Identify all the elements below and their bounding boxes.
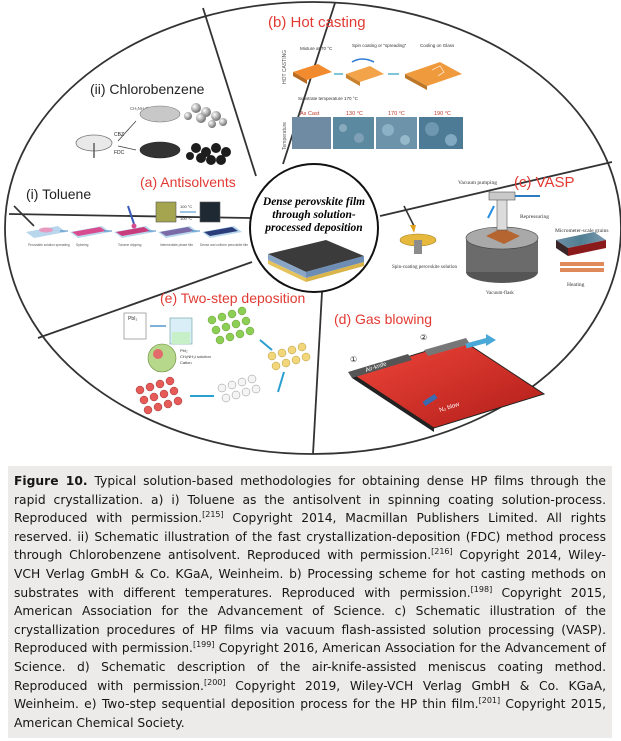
chlorobenzene-cbz: CBZ (114, 132, 124, 138)
caption-figure-label: Figure 10. (14, 474, 88, 488)
label-toluene: (i) Toluene (26, 186, 91, 202)
caption-text: Copyright 2015, American Association for… (14, 585, 606, 656)
caption-text: Copyright 2014, Macmillan Publishers Lim… (14, 511, 606, 563)
hot-casting-step3: Cooling on Glass (420, 43, 455, 48)
chlorobenzene-fdc: FDC (114, 150, 125, 156)
figure-graphic: Dense perovskite film through solution- … (4, 1, 621, 455)
label-two-step: (e) Two-step deposition (160, 290, 305, 306)
label-vasp: (c) VASP (514, 174, 575, 191)
toluene-step-5: Dense and uniform perovskite film (200, 243, 249, 247)
toluene-step-1: Perovskite solution spreading (28, 243, 70, 247)
two-step-green-balls (207, 306, 255, 345)
center-circle: Dense perovskite film through solution- … (249, 163, 379, 293)
two-step-pbi2: PbI₂ (128, 316, 138, 322)
panel-hot-casting: (b) Hot casting HOT CASTING Mixture at 7… (268, 14, 463, 150)
panel-two-step: (e) Two-step deposition PbI₂ PbI₂ CH₃NH₃… (123, 290, 311, 415)
vasp-repressuring: Repressuring (520, 214, 549, 220)
hot-casting-temp-190: 190 °C (434, 111, 451, 117)
label-chlorobenzene: (ii) Chlorobenzene (90, 81, 205, 97)
hot-casting-temp-170: 170 °C (388, 111, 405, 117)
hot-casting-step1: Mixture at 70 °C (300, 46, 333, 51)
panel-toluene: (i) Toluene (a) Antisolvents 100 °C 100 … (13, 174, 249, 247)
label-gas-blowing: (d) Gas blowing (334, 311, 432, 327)
toluene-step-3: Toluene dripping (118, 243, 142, 247)
caption-body: Typical solution-based methodologies for… (14, 474, 606, 730)
caption-reference: [216] (431, 547, 453, 557)
hot-casting-step2: Spin coating or "spreading" (352, 43, 407, 48)
panel-chlorobenzene: (ii) Chlorobenzene CH₃NH₃PbI₃ in DMF CBZ… (75, 81, 231, 165)
vasp-grains: Micrometer-scale grains (555, 228, 609, 234)
vasp-heating (556, 232, 606, 272)
caption-reference: [215] (202, 510, 224, 520)
hot-casting-side-label: HOT CASTING (282, 50, 288, 84)
hot-casting-temp-130: 130 °C (346, 111, 363, 117)
caption-reference: [201] (478, 696, 501, 706)
caption-reference: [199] (192, 640, 215, 650)
divider-lines (8, 2, 613, 455)
chlorobenzene-crystals-top (184, 103, 227, 128)
label-antisolvents: (a) Antisolvents (140, 174, 236, 190)
two-step-yellow-balls (267, 342, 311, 371)
toluene-temp-1: 100 °C (180, 204, 192, 209)
caption-reference: [200] (203, 677, 226, 687)
caption-text: Copyright 2015, American Chemical Societ… (14, 697, 607, 730)
caption-text: Copyright 2019, Wiley-VCH Verlag GmbH & … (14, 678, 607, 712)
vasp-flask-caption: Vacuum-flask (486, 291, 514, 296)
hot-casting-temperature-label: Temperature (282, 122, 288, 150)
caption-text: Copyright 2016, American Association for… (14, 641, 606, 693)
label-hot-casting: (b) Hot casting (268, 14, 366, 31)
panel-vasp: (c) VASP Vacuum pumping Repressuring Mic… (392, 174, 609, 296)
center-line-1: Dense perovskite film (262, 196, 365, 208)
two-step-red-balls (135, 376, 183, 415)
chlorobenzene-crystals-bottom (186, 143, 231, 165)
hot-casting-substrate: Substrate temperature 170 °C (298, 96, 359, 101)
vasp-heating-caption: Heating (567, 282, 585, 288)
center-line-3: processed deposition (264, 222, 362, 234)
vasp-vacuum-pumping: Vacuum pumping (458, 180, 497, 186)
center-film-stack (268, 240, 364, 282)
caption-text: Copyright 2014, Wiley-VCH Verlag GmbH & … (14, 548, 606, 600)
hot-casting-temp-ascast: As Cast (300, 111, 320, 117)
two-step-white-balls (217, 374, 261, 403)
toluene-step-2: Spinning (76, 243, 89, 247)
center-line-2: through solution- (272, 209, 356, 221)
figure-caption: Figure 10. Typical solution-based method… (8, 466, 612, 738)
toluene-temp-2: 100 °C (180, 216, 192, 221)
caption-text: Typical solution-based methodologies for… (14, 474, 606, 526)
vasp-flask (465, 191, 540, 283)
two-step-legend-2: CH₃NH₃I solution (180, 354, 211, 359)
toluene-step-4: Intermediate phase film (160, 243, 193, 247)
hot-casting-micrographs (292, 117, 463, 149)
toluene-steps (13, 205, 242, 238)
two-step-legend-1: PbI₂ (180, 348, 188, 353)
gas-blowing-num2: ② (420, 333, 427, 342)
vasp-spin-coater (399, 205, 437, 254)
gas-blowing-num1: ① (350, 355, 357, 364)
two-step-legend-3: Cation (180, 360, 192, 365)
panel-gas-blowing: (d) Gas blowing Air-knife N₂ blow ① ② (334, 311, 546, 432)
caption-reference: [198] (470, 584, 493, 594)
vasp-spin-caption: Spin-coating perovskite solution (392, 265, 457, 270)
